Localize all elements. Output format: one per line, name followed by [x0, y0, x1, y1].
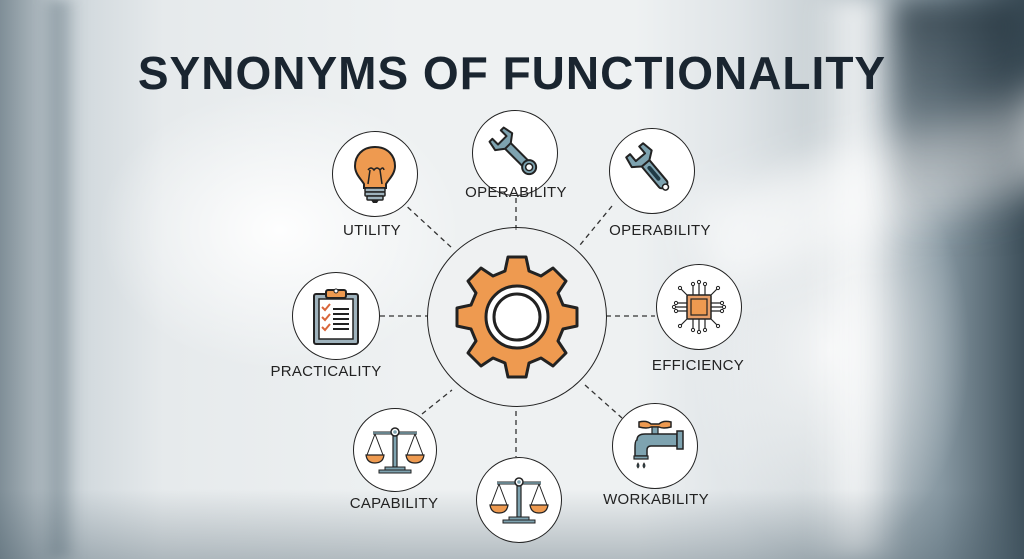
node-operability-top: [472, 110, 558, 196]
label-practicality: PRACTICALITY: [270, 363, 382, 380]
label-efficiency: EFFICIENCY: [651, 357, 745, 374]
node-operability-right: [609, 128, 695, 214]
label-utility: UTILITY: [343, 222, 401, 239]
label-workability: WORKABILITY: [603, 491, 709, 508]
connector-workability: [584, 384, 623, 419]
background-post: [40, 0, 78, 559]
node-capability: [353, 408, 437, 492]
wrench-icon: [488, 126, 538, 176]
connector-utility: [400, 200, 453, 249]
node-efficiency: [656, 264, 742, 350]
label-capability: CAPABILITY: [349, 495, 439, 512]
balance-scale-icon: [365, 427, 425, 474]
connector-operability-right: [579, 205, 613, 246]
background-shadow: [894, 0, 1024, 240]
connector-capability: [421, 389, 453, 415]
background-column: [810, 0, 900, 559]
central-node: [427, 227, 607, 407]
node-bottom-balance: [476, 457, 562, 543]
wrench-icon: [625, 142, 670, 191]
clipboard-checklist-icon: [313, 288, 359, 345]
page-title: SYNONYMS OF FUNCTIONALITY: [137, 47, 887, 99]
node-workability: [612, 403, 698, 489]
node-practicality: [292, 272, 380, 360]
gear-icon: [455, 255, 579, 379]
microchip-icon: [671, 279, 727, 335]
balance-scale-icon: [489, 477, 549, 524]
node-utility: [332, 131, 418, 217]
label-operability-right: OPERABILITY: [609, 222, 711, 239]
water-faucet-icon: [633, 420, 684, 469]
lightbulb-icon: [353, 145, 397, 203]
label-operability-top: OPERABILITY: [465, 184, 567, 201]
